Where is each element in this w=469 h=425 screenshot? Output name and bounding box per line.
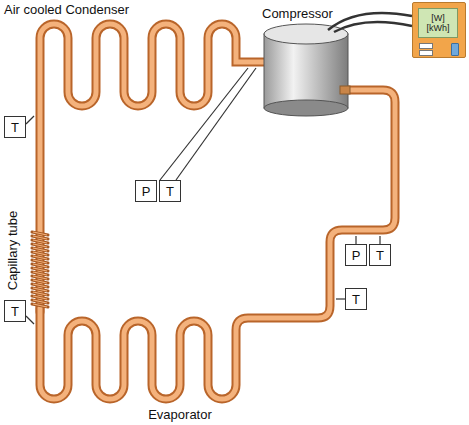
leader-line (176, 68, 256, 180)
coil-turn (33, 252, 47, 255)
coil-turn (33, 288, 47, 291)
coil-turn (33, 260, 47, 263)
part-label: Capillary tube (6, 210, 21, 290)
coil-turn (33, 256, 47, 259)
meter-reading: [W] [kWh] (421, 13, 455, 33)
coil-turn (33, 268, 47, 271)
coil-turn (33, 244, 47, 247)
coil-turn (32, 252, 48, 255)
coil-turn (33, 296, 47, 299)
sensor-letter: P (142, 184, 151, 199)
power-wire (334, 22, 412, 32)
sensor-box: T (4, 300, 26, 322)
coil-turn (32, 264, 48, 267)
sensor-letter: T (376, 248, 384, 263)
leader-line (379, 236, 380, 244)
sensor-letter: T (11, 120, 19, 135)
coil-turn (33, 232, 47, 235)
condenser-pipe (40, 24, 264, 312)
coil-turn (32, 284, 48, 287)
coil-turn (33, 236, 47, 239)
part-label: Evaporator (148, 407, 212, 422)
coil-turn (32, 256, 48, 259)
coil-turn (32, 244, 48, 247)
compressor-dome (264, 24, 348, 44)
coil-turn (32, 260, 48, 263)
coil-turn (33, 248, 47, 251)
coil-turn (32, 276, 48, 279)
suction-port (340, 86, 350, 94)
coil-turn (32, 288, 48, 291)
coil-turn (33, 304, 47, 307)
sensor-letter: T (352, 292, 360, 307)
leader-line (336, 298, 345, 299)
coil-turn (32, 304, 48, 307)
sensor-box: T (345, 288, 367, 310)
coil-turn (32, 272, 48, 275)
sensor-box: P (345, 244, 367, 266)
coil-turn (32, 236, 48, 239)
leader-line (26, 116, 34, 124)
part-label: Air cooled Condenser (4, 2, 129, 17)
sensor-box: P (135, 180, 157, 202)
evaporator-pipe (40, 90, 395, 399)
sensor-letter: P (352, 248, 361, 263)
coil-turn (32, 248, 48, 251)
evaporator-pipe (40, 90, 395, 399)
coil-turn (32, 296, 48, 299)
sensor-box: T (4, 116, 26, 138)
meter-indicator (451, 43, 459, 56)
sensor-letter: T (166, 184, 174, 199)
meter-button (419, 50, 433, 56)
coil-turn (33, 280, 47, 283)
leader-line (26, 316, 34, 324)
part-label: Compressor (262, 6, 333, 21)
coil-turn (32, 292, 48, 295)
coil-turn (33, 292, 47, 295)
leader-line (355, 236, 356, 244)
coil-turn (32, 280, 48, 283)
coil-turn (32, 300, 48, 303)
meter-button (419, 43, 433, 49)
condenser-pipe (40, 24, 264, 312)
sensor-box: T (159, 180, 181, 202)
compressor-body (264, 34, 348, 108)
coil-turn (33, 264, 47, 267)
coil-turn (32, 232, 48, 235)
coil-turn (32, 240, 48, 243)
capillary-coil (32, 232, 48, 307)
sensor-letter: T (11, 304, 19, 319)
sensor-box: T (369, 244, 391, 266)
coil-turn (33, 284, 47, 287)
coil-turn (33, 300, 47, 303)
coil-turn (32, 268, 48, 271)
meter-display: [W] [kWh] (418, 8, 458, 38)
coil-turn (33, 276, 47, 279)
coil-turn (33, 272, 47, 275)
coil-turn (33, 240, 47, 243)
leader-line (160, 68, 248, 180)
power-meter: [W] [kWh] (412, 2, 466, 58)
compressor-base (264, 100, 348, 116)
